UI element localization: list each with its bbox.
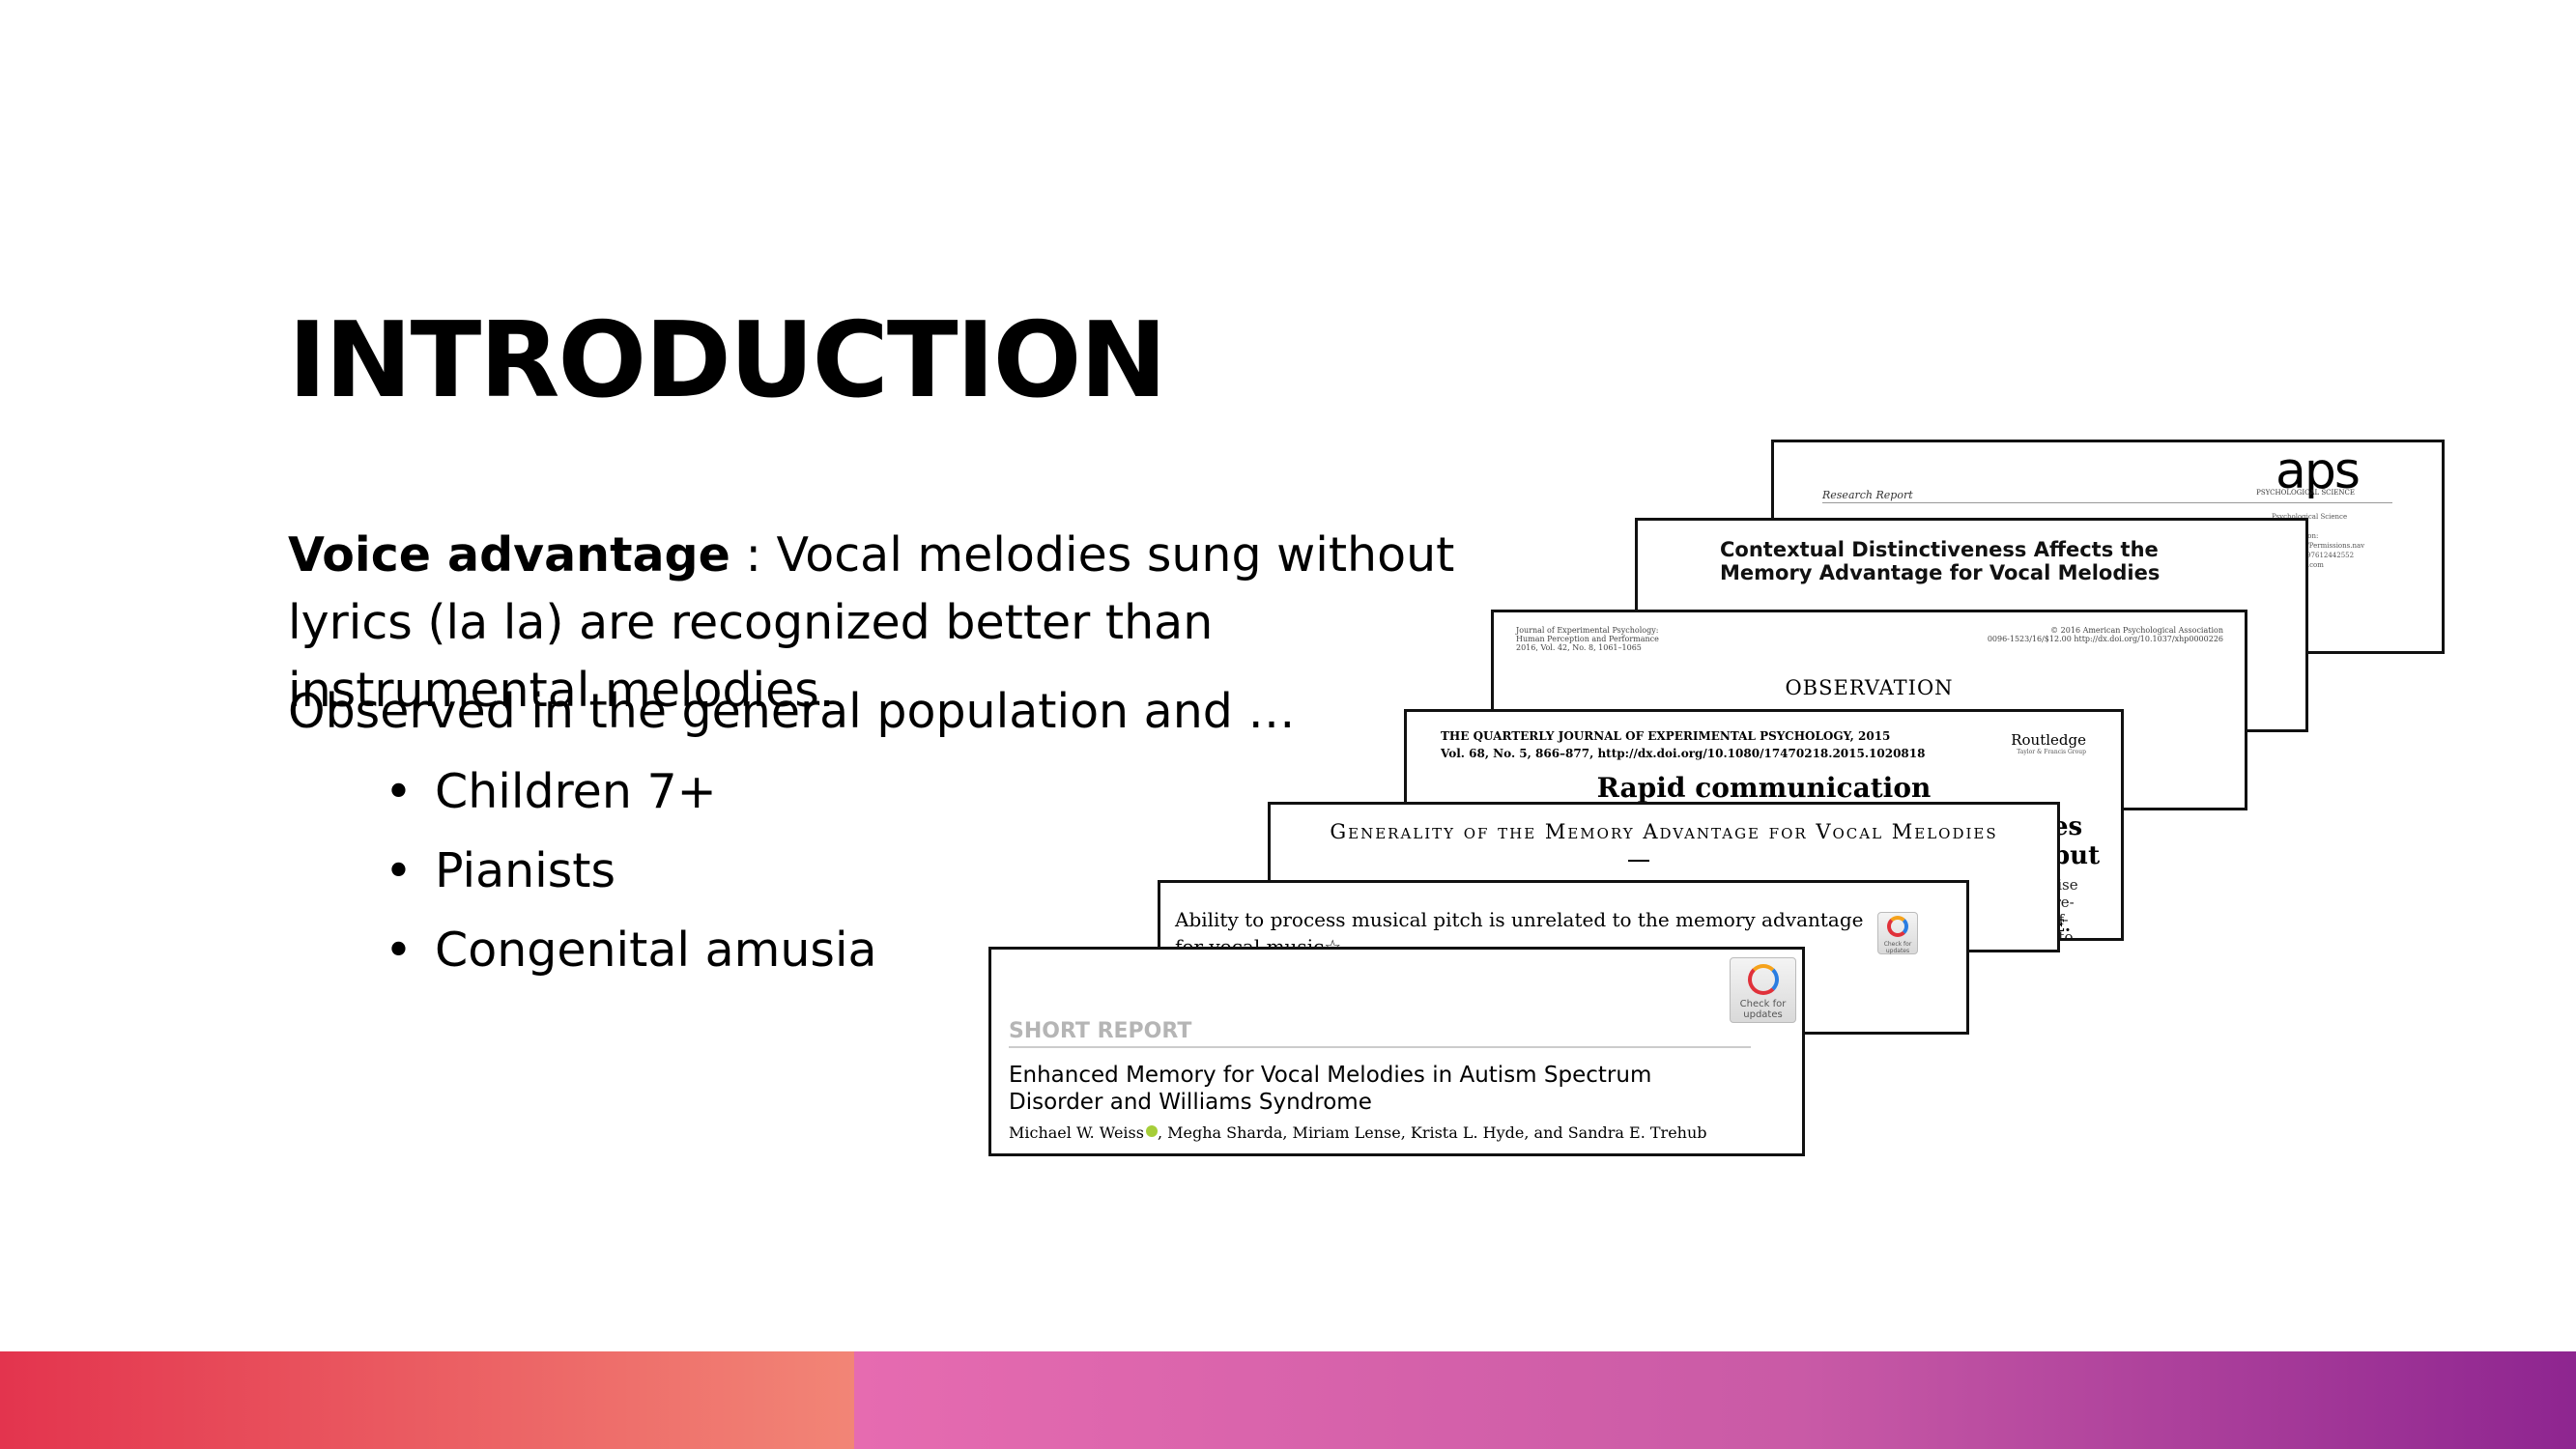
observed-text: Observed in the general population and … bbox=[288, 684, 1296, 739]
badge-label: Check for updates bbox=[1883, 941, 1912, 954]
paper-short-report-title: Enhanced Memory for Vocal Melodies in Au… bbox=[1009, 1063, 1652, 1115]
slide-title: INTRODUCTION bbox=[288, 300, 1167, 421]
paper-short-report-label: SHORT REPORT bbox=[1009, 1019, 1192, 1043]
orcid-icon bbox=[1145, 1125, 1158, 1137]
other-authors: , Megha Sharda, Miriam Lense, Krista L. … bbox=[1157, 1123, 1707, 1142]
lead-text: : Vocal melodies sung without lyrics (la… bbox=[288, 527, 1455, 718]
routledge-logo: Routledge bbox=[2011, 731, 2086, 749]
paper-quarterly-journal: THE QUARTERLY JOURNAL OF EXPERIMENTAL PS… bbox=[1441, 729, 1891, 743]
aps-logo: aps bbox=[2275, 442, 2361, 500]
routledge-logo-subtitle: Taylor & Francis Group bbox=[2017, 749, 2086, 755]
paper-short-report-authors: Michael W. Weiss , Megha Sharda, Miriam L… bbox=[1009, 1123, 1707, 1142]
bullet-item: Congenital amusia bbox=[288, 917, 877, 996]
bookmark-icon bbox=[1747, 964, 1779, 995]
footer-bar-left bbox=[0, 1351, 854, 1449]
check-for-updates-badge: Check for updates bbox=[1730, 957, 1796, 1023]
paper-quarterly-volume: Vol. 68, No. 5, 866–877, http://dx.doi.o… bbox=[1441, 747, 1926, 760]
divider bbox=[1009, 1046, 1751, 1048]
paper-contextual-title: Contextual Distinctiveness Affects the M… bbox=[1720, 538, 2161, 584]
divider bbox=[1628, 860, 1649, 862]
bullet-item: Pianists bbox=[288, 838, 877, 917]
paper-observation-journal: Journal of Experimental Psychology: Huma… bbox=[1516, 626, 1659, 652]
paper-observation-heading: OBSERVATION bbox=[1785, 676, 1954, 699]
bullet-item: Children 7+ bbox=[288, 758, 877, 838]
bookmark-icon bbox=[1887, 916, 1908, 937]
paper-quarterly-type: Rapid communication bbox=[1596, 772, 1932, 804]
lead-paragraph: Voice advantage : Vocal melodies sung wi… bbox=[288, 522, 1525, 724]
paper-quarterly-title-fragment: es but bbox=[2052, 812, 2101, 870]
aps-logo-subtitle: PSYCHOLOGICAL SCIENCE bbox=[2256, 489, 2355, 497]
paper-short-report: Check for updates SHORT REPORT Enhanced … bbox=[988, 947, 1805, 1156]
paper-quarterly-author-fragment: E. Trehub¹ bbox=[2052, 917, 2121, 938]
divider bbox=[1822, 502, 2392, 503]
paper-generality-title: Generality of the Memory Advantage for V… bbox=[1330, 820, 1998, 843]
paper-aps-label: Research Report bbox=[1822, 489, 1913, 501]
lead-term: Voice advantage bbox=[288, 527, 730, 582]
bullet-list: Children 7+ Pianists Congenital amusia bbox=[288, 758, 877, 996]
badge-label: Check for updates bbox=[1739, 999, 1787, 1020]
paper-observation-copyright: © 2016 American Psychological Associatio… bbox=[1987, 626, 2223, 643]
footer-bar-right bbox=[854, 1351, 2576, 1449]
first-author: Michael W. Weiss bbox=[1009, 1123, 1144, 1142]
check-for-updates-badge: Check for updates bbox=[1877, 912, 1918, 954]
